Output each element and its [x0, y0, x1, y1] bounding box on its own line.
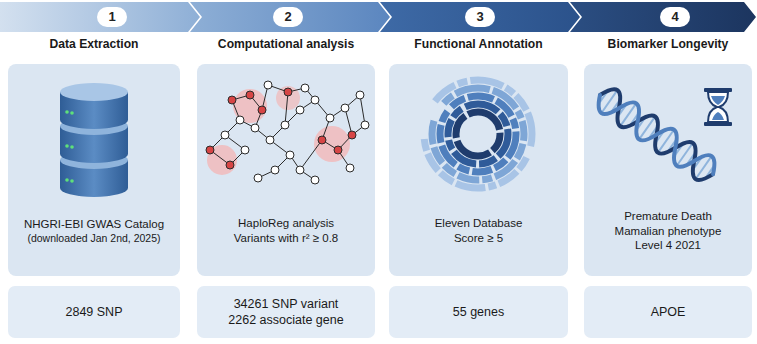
panel-ground — [8, 64, 180, 276]
network-icon — [206, 81, 369, 184]
count-box: 55 genes — [389, 286, 568, 338]
panel-text: NHGRI-EBI GWAS Catalog — [24, 217, 164, 232]
panel-body: Eleven Database Score ≥ 5 — [393, 192, 564, 270]
step-heading: Biomarker Longevity — [584, 37, 752, 51]
step-heading: Computational analysis — [197, 37, 375, 51]
count-box: 34261 SNP variant 2262 associate gene — [197, 286, 375, 338]
dna-icon — [592, 84, 721, 186]
step-panel: Data ExtractionNHGRI-EBI GWAS Catalog(do… — [8, 64, 180, 276]
panel-text: Eleven Database Score ≥ 5 — [429, 216, 529, 246]
panel-text: (downloaded Jan 2nd, 2025) — [27, 232, 160, 246]
step-number: 3 — [465, 7, 495, 27]
count-box: 2849 SNP — [8, 286, 180, 338]
step-heading: Data Extraction — [8, 37, 180, 51]
step-panel: Computational analysisHaploReg analysis … — [197, 64, 375, 276]
step-number: 4 — [660, 7, 690, 27]
panel-ground — [197, 64, 375, 276]
step-chevron: 1 — [0, 2, 200, 32]
panel-text: HaploReg analysis Variants with r² ≥ 0.8 — [221, 216, 351, 246]
panel-text: Premature Death Mamalian phenotype Level… — [609, 209, 727, 254]
count-box: APOE — [584, 286, 752, 338]
panel-ground — [584, 64, 752, 276]
step-number: 1 — [97, 7, 127, 27]
step-panel: Functional AnnotationEleven Database Sco… — [389, 64, 568, 276]
step-chevron: 4 — [570, 2, 756, 32]
step-chevron: 3 — [380, 2, 580, 32]
count-text: 2849 SNP — [66, 304, 123, 320]
panel-ground — [389, 64, 568, 276]
database-icon — [60, 83, 128, 197]
step-number: 2 — [273, 7, 303, 27]
count-text: 34261 SNP variant 2262 associate gene — [224, 296, 349, 329]
count-text: 55 genes — [453, 304, 504, 320]
step-chevron: 2 — [190, 2, 390, 32]
panel-body: NHGRI-EBI GWAS Catalog(downloaded Jan 2n… — [12, 192, 176, 270]
count-text: APOE — [651, 304, 686, 320]
panel-body: Premature Death Mamalian phenotype Level… — [588, 192, 748, 270]
step-heading: Functional Annotation — [389, 37, 568, 51]
hourglass-icon — [704, 88, 732, 126]
step-panel: Biomarker LongevityPremature Death Mamal… — [584, 64, 752, 276]
sunburst-icon — [424, 80, 532, 188]
panel-body: HaploReg analysis Variants with r² ≥ 0.8 — [201, 192, 371, 270]
